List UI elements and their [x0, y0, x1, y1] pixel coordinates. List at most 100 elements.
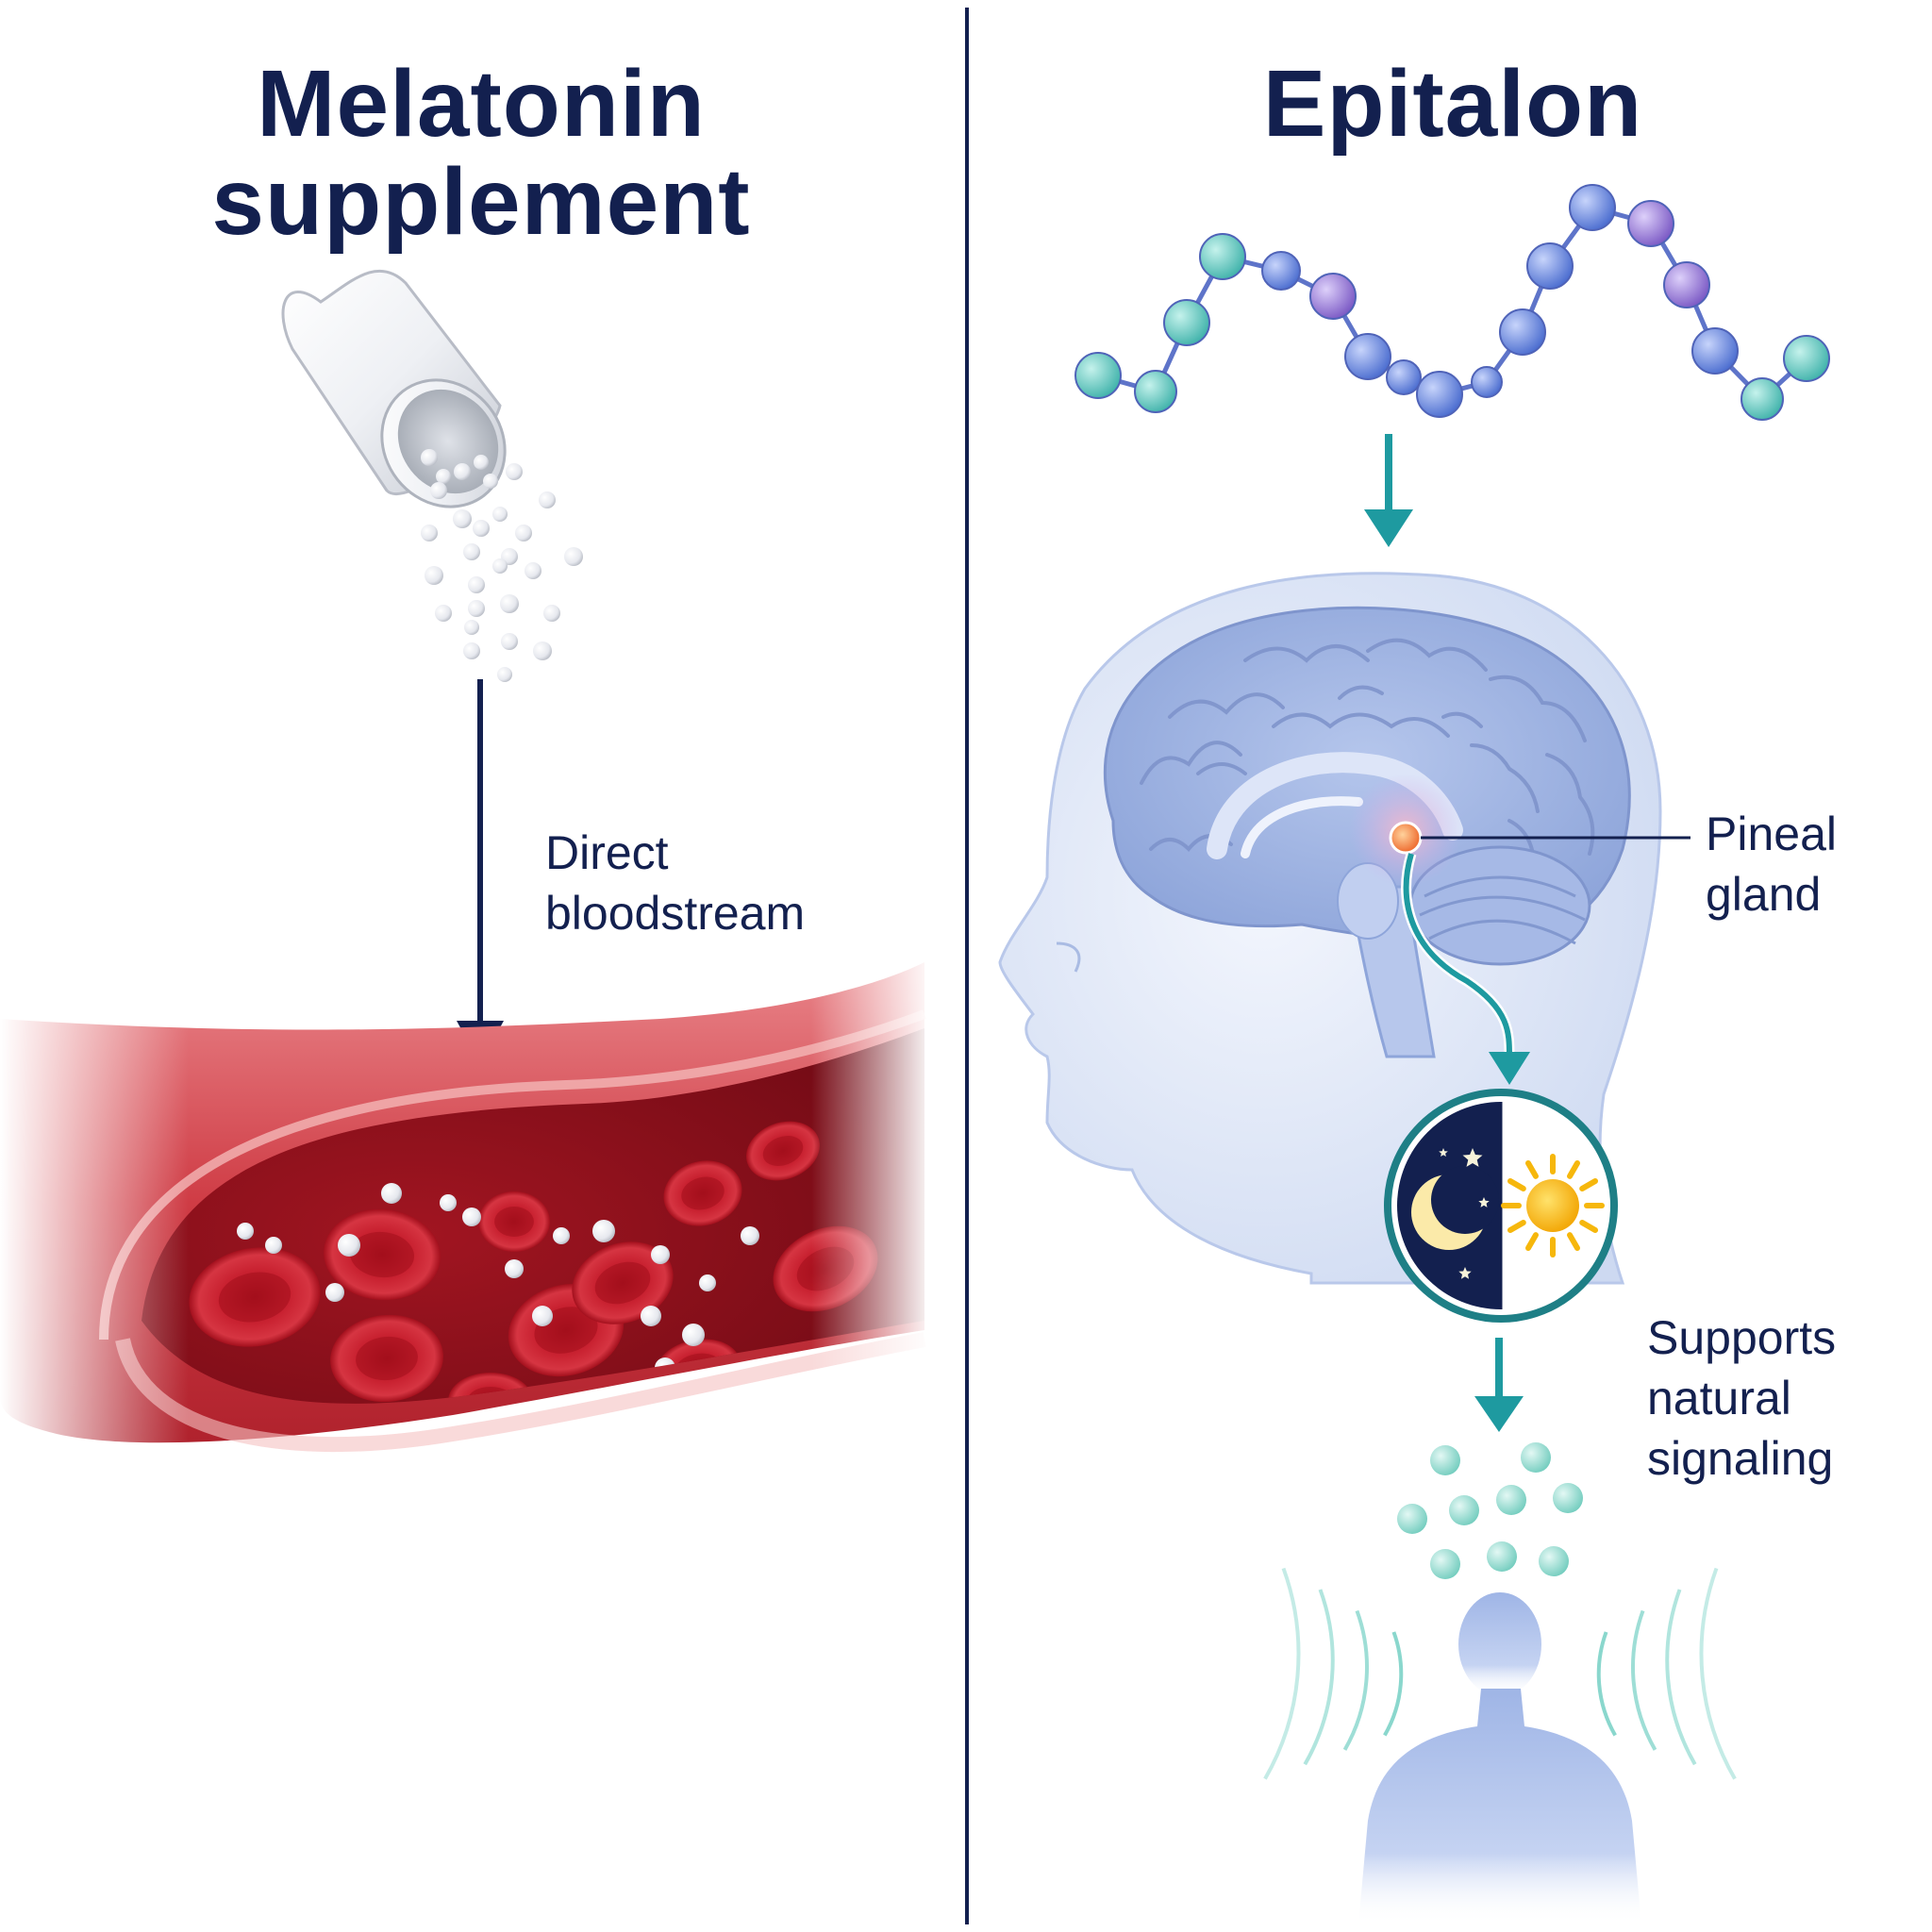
pellet	[473, 520, 490, 537]
melatonin-particle	[338, 1234, 360, 1257]
signal-wave-left	[1342, 1609, 1369, 1751]
epitalon-title: Epitalon	[1170, 55, 1736, 153]
pellet	[492, 507, 508, 522]
peptide-bead	[1740, 377, 1784, 421]
signal-bead	[1539, 1546, 1569, 1576]
pellet	[543, 605, 560, 622]
peptide-bead	[1309, 273, 1357, 320]
title-line: Epitalon	[1262, 51, 1643, 157]
brain-gyrus	[1441, 711, 1483, 728]
supports-signaling-label: Supports natural signaling	[1647, 1307, 1836, 1489]
direct-bloodstream-arrow	[457, 679, 504, 1064]
pellet	[525, 562, 541, 579]
brain-icon	[1104, 606, 1690, 1058]
peptide-chain-icon	[1074, 184, 1830, 421]
signal-bead	[1397, 1504, 1427, 1534]
peptide-bead	[1526, 242, 1574, 290]
label-line: Pineal	[1706, 808, 1837, 860]
brain-gyrus	[1168, 692, 1285, 719]
red-blood-cell-center	[349, 1231, 415, 1278]
brain-gyrus	[1140, 741, 1242, 785]
pellet	[468, 600, 485, 617]
signal-waves	[1263, 1567, 1737, 1780]
sun-ray	[1567, 1159, 1580, 1179]
direct-bloodstream-label: Direct bloodstream	[545, 823, 805, 943]
signal-bead	[1449, 1495, 1479, 1525]
melatonin-particle	[440, 1194, 457, 1211]
sun-ray	[1525, 1232, 1539, 1252]
star-icon	[1439, 1148, 1448, 1157]
sun-ray	[1507, 1178, 1526, 1191]
signal-wave-right	[1665, 1589, 1697, 1766]
signal-bead	[1553, 1483, 1583, 1513]
red-blood-cell	[189, 1247, 321, 1347]
pellet	[454, 463, 471, 480]
sun-ray	[1507, 1220, 1526, 1233]
title-line: supplement	[211, 149, 751, 255]
pellet	[506, 463, 523, 480]
capsule-icon	[281, 269, 507, 508]
peptide-bead	[1783, 335, 1830, 382]
circadian-rhythm-icon	[1384, 1089, 1618, 1323]
moon-icon	[1411, 1166, 1499, 1250]
pellet	[515, 525, 532, 541]
red-blood-cell	[324, 1208, 441, 1301]
pellet	[430, 482, 447, 499]
sun-ray	[1579, 1220, 1599, 1233]
pellet	[564, 547, 583, 566]
pellet	[492, 558, 508, 574]
pellet	[501, 633, 518, 650]
signal-molecules	[1397, 1442, 1583, 1579]
label-line: natural	[1647, 1372, 1791, 1424]
melatonin-particle	[505, 1259, 524, 1278]
brain-gyrus	[1470, 743, 1540, 813]
pellet	[464, 620, 479, 635]
label-line: bloodstream	[545, 887, 806, 940]
peptide-bead	[1499, 308, 1546, 356]
melatonin-particle	[462, 1208, 481, 1226]
pellet	[453, 509, 472, 528]
peptide-bead	[1261, 251, 1301, 291]
label-line: gland	[1706, 868, 1822, 921]
brain-gyrus	[1243, 644, 1370, 663]
red-blood-cell	[663, 1160, 742, 1226]
pellet	[425, 566, 443, 585]
pellet	[474, 455, 489, 470]
melatonin-particle	[265, 1237, 282, 1254]
pineal-to-rhythm-arrow	[1401, 852, 1530, 1085]
peptide-bead	[1471, 366, 1503, 398]
signal-bead	[1430, 1445, 1460, 1475]
pellet	[539, 491, 556, 508]
star-icon	[1458, 1267, 1472, 1279]
red-blood-cell-center	[594, 1261, 651, 1305]
melatonin-particle	[325, 1283, 344, 1302]
peptide-bead	[1386, 359, 1422, 395]
blood-vessel-icon	[0, 943, 934, 1501]
rhythm-to-signal-arrow	[1474, 1338, 1524, 1432]
pellet	[483, 474, 498, 489]
signal-wave-right	[1596, 1631, 1617, 1737]
melatonin-particle	[741, 1226, 759, 1245]
label-line: Direct	[545, 826, 669, 879]
sun-icon	[1501, 1154, 1605, 1257]
brain-gyrus	[1366, 638, 1488, 672]
melatonin-particle	[237, 1223, 254, 1240]
pellet	[463, 642, 480, 659]
peptide-bead	[1569, 184, 1616, 231]
red-blood-cell-center	[681, 1176, 724, 1210]
brain-gyrus	[1489, 675, 1587, 742]
star-icon	[1462, 1148, 1483, 1167]
melatonin-particle	[381, 1183, 402, 1204]
peptide-bead	[1163, 299, 1210, 346]
pineal-gland-label: Pineal gland	[1706, 804, 1837, 924]
pellet	[500, 594, 519, 613]
pellet	[533, 641, 552, 660]
peptide-to-brain-arrow	[1364, 434, 1413, 547]
brain-gyrus	[1272, 712, 1450, 738]
sun-ray	[1567, 1232, 1580, 1252]
peptide-bead	[1344, 333, 1391, 380]
red-blood-cell	[478, 1191, 550, 1252]
melatonin-particle	[428, 1480, 449, 1501]
